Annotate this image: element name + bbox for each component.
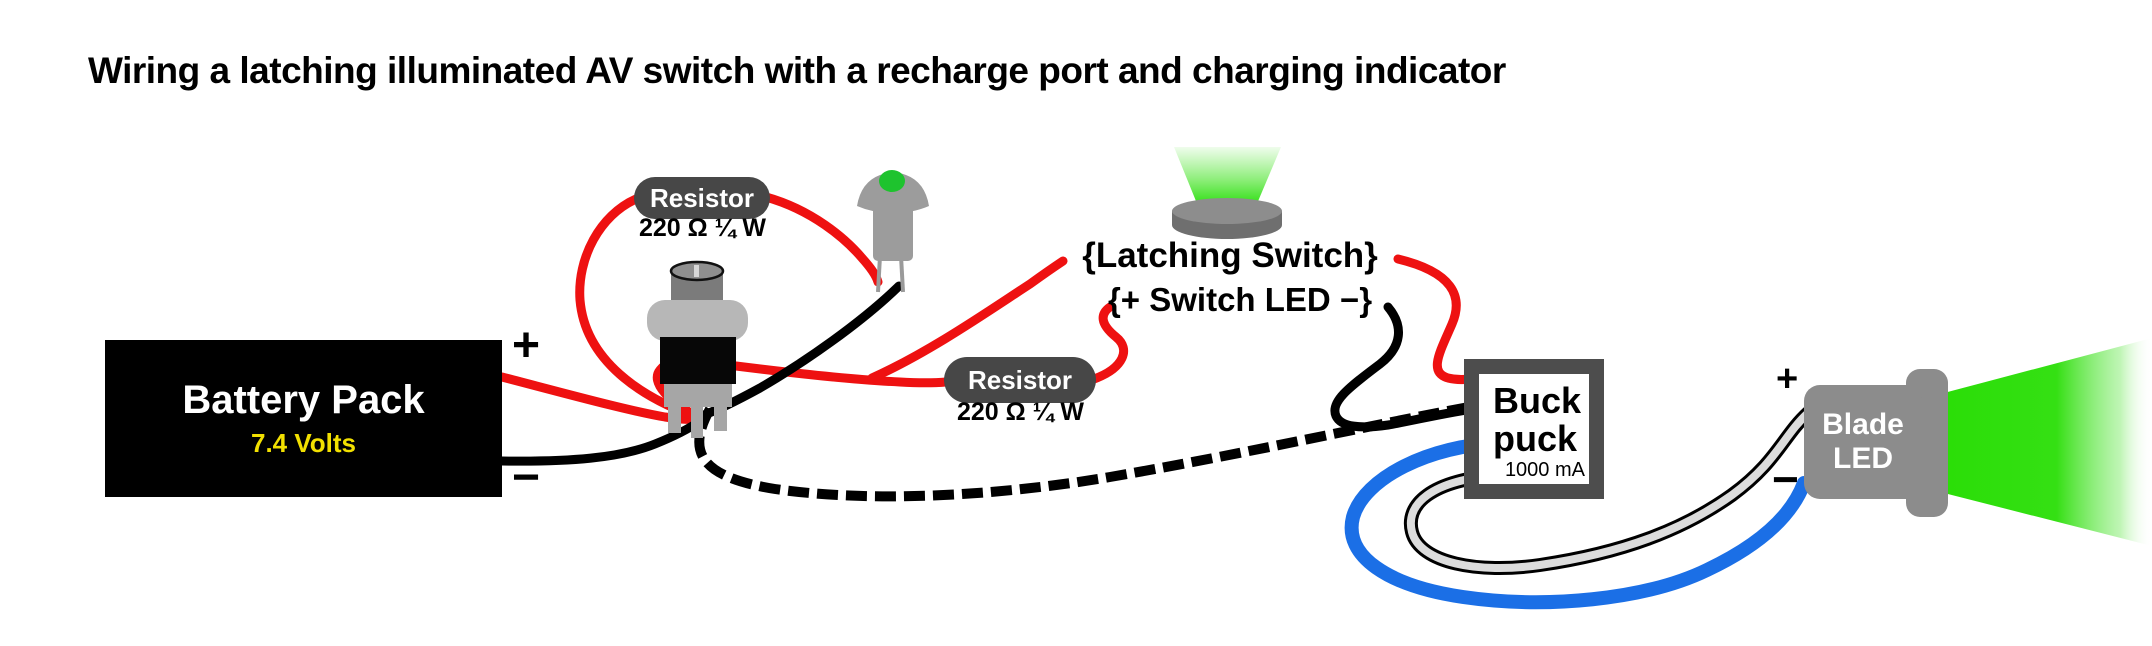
wire-negative-striped-cable bbox=[694, 400, 1481, 502]
blade-led: Blade LED bbox=[1804, 385, 1922, 499]
blade-led-name-line1: Blade bbox=[1822, 407, 1904, 441]
wire-blade-positive-gray bbox=[1406, 409, 1812, 573]
battery-pack: Battery Pack 7.4 Volts bbox=[105, 340, 502, 497]
switch-led-resistor: Resistor bbox=[944, 357, 1096, 403]
buck-puck-rating: 1000 mA bbox=[1504, 459, 1585, 481]
charging-indicator-resistor-value: 220 Ω ¼ W bbox=[638, 214, 767, 242]
switch-led-resistor-value: 220 Ω ¼ W bbox=[956, 398, 1085, 426]
wire-led-resistor-to-switch-led bbox=[1089, 302, 1129, 384]
battery-positive-sign: + bbox=[512, 319, 541, 372]
wire-switch-led-negative bbox=[1330, 302, 1485, 432]
battery-negative-sign: − bbox=[512, 451, 541, 504]
resistor-label: Resistor bbox=[649, 182, 755, 213]
resistor-label: Resistor bbox=[967, 364, 1073, 395]
buck-puck: Buck puck 1000 mA bbox=[1464, 359, 1604, 499]
diagram-title: Wiring a latching illuminated AV switch … bbox=[88, 50, 1506, 91]
blade-led-negative-sign: − bbox=[1772, 453, 1799, 505]
wire-blade-negative-blue bbox=[1344, 436, 1811, 610]
wire-charge-resistor-to-indicator bbox=[761, 192, 883, 287]
latching-switch-label: {Latching Switch} bbox=[1082, 236, 1378, 275]
buck-puck-name: Buck puck bbox=[1493, 380, 1582, 459]
charging-indicator-resistor: Resistor bbox=[634, 177, 770, 219]
blade-led-name-line2: LED bbox=[1833, 442, 1893, 475]
wire-battery-negative bbox=[497, 416, 705, 466]
blade-led-beam bbox=[1940, 338, 2152, 546]
switch-led-terminals-label: {+ Switch LED −} bbox=[1107, 281, 1373, 318]
recharge-port bbox=[647, 260, 748, 438]
battery-voltage: 7.4 Volts bbox=[250, 428, 356, 458]
wire-positive-to-switch bbox=[867, 256, 1068, 383]
charging-indicator-led bbox=[857, 170, 929, 293]
blade-led-positive-sign: + bbox=[1776, 358, 1799, 400]
wire-positive-to-charge-resistor bbox=[575, 194, 707, 424]
latching-switch-button bbox=[1172, 147, 1282, 239]
battery-name: Battery Pack bbox=[182, 378, 425, 422]
wire-switch-to-buckpuck bbox=[1393, 254, 1475, 385]
switch-glow-beam bbox=[1174, 147, 1281, 206]
indicator-green-dome bbox=[879, 170, 905, 192]
